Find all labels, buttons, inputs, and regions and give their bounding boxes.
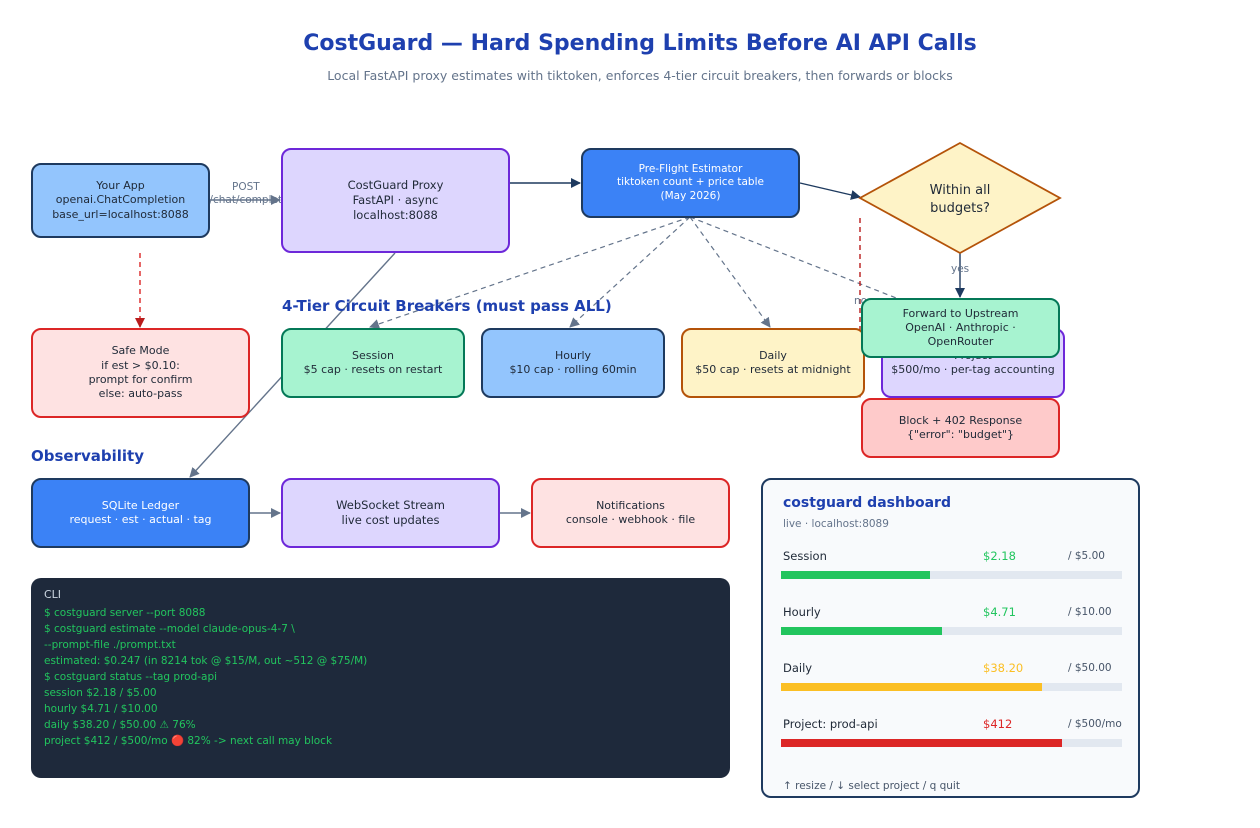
meter-value-session: $2.18 [983,549,1016,563]
edge-estimator-decision [799,182,861,200]
node-preflight-estimator: Pre-Flight Estimator tiktoken count + pr… [581,148,800,218]
dashboard-title: costguard dashboard [783,495,951,511]
cli-line: estimated: $0.247 (in 8214 tok @ $15/M, … [44,655,368,667]
meter-track-daily [781,683,1122,691]
node-line: base_url=localhost:8088 [52,207,189,221]
cli-line: $ costguard estimate --model claude-opus… [44,623,295,635]
node-line: OpenAI · Anthropic · [905,320,1016,334]
page-subtitle: Local FastAPI proxy estimates with tikto… [327,68,953,83]
node-line: {"error": "budget"} [906,428,1015,441]
meter-limit-hourly: / $10.00 [1068,606,1112,618]
node-forward-upstream: Forward to Upstream OpenAI · Anthropic ·… [861,298,1060,358]
dashboard-panel: costguard dashboard live · localhost:808… [761,478,1140,798]
node-line: $5 cap · resets on restart [303,363,443,376]
node-line: WebSocket Stream [336,498,445,513]
node-line: FastAPI · async [352,193,439,208]
dashboard-subtitle: live · localhost:8089 [783,518,889,530]
node-line: request · est · actual · tag [69,513,212,526]
node-notifications: Notifications console · webhook · file [531,478,730,548]
node-line: Block + 402 Response [898,413,1023,427]
node-sqlite-ledger: SQLite Ledger request · est · actual · t… [31,478,250,548]
edge-label-path: /v1/chat/completions [193,194,304,206]
decision-line-1: Within all [929,183,991,198]
cli-line: project $412 / $500/mo 🔴 82% -> next cal… [44,735,333,747]
node-line: CostGuard Proxy [347,178,444,193]
node-safe-mode: Safe Mode if est > $0.10: prompt for con… [31,328,250,418]
meter-track-project [781,739,1122,747]
cli-line: daily $38.20 / $50.00 ⚠ 76% [44,719,196,731]
node-line: (May 2026) [660,189,721,202]
cli-line: hourly $4.71 / $10.00 [44,703,158,715]
meter-value-daily: $38.20 [983,661,1024,675]
meter-fill-project [781,739,1062,747]
edge-estimator-hourly [569,216,691,328]
meter-label-project: Project: prod-api [783,717,878,731]
node-line: openai.ChatCompletion [55,193,186,207]
meter-value-project: $412 [983,717,1013,731]
meter-fill-daily [781,683,1042,691]
meter-limit-session: / $5.00 [1068,550,1105,562]
node-line: localhost:8088 [353,207,438,222]
meter-label-hourly: Hourly [783,605,821,619]
meter-label-session: Session [783,549,827,563]
node-costguard-proxy: CostGuard Proxy FastAPI · async localhos… [281,148,510,253]
node-line: Your App [96,179,145,193]
node-line: console · webhook · file [565,513,696,526]
node-line: SQLite Ledger [101,498,180,512]
meter-limit-project: / $500/mo [1068,718,1122,730]
meter-label-daily: Daily [783,661,813,675]
node-line: prompt for confirm [88,373,193,386]
node-block-402: Block + 402 Response {"error": "budget"} [861,398,1060,458]
node-line: Forward to Upstream [902,306,1019,320]
node-line: Hourly [554,348,592,362]
node-line: $10 cap · rolling 60min [509,363,637,376]
node-session-breaker: Session $5 cap · resets on restart [281,328,465,398]
cli-line: session $2.18 / $5.00 [44,687,157,699]
node-daily-breaker: Daily $50 cap · resets at midnight [681,328,865,398]
node-line: $500/mo · per-tag accounting [891,363,1055,376]
node-line: Session [352,348,394,362]
node-line: Pre-Flight Estimator [638,162,743,175]
edge-estimator-session [369,216,691,329]
node-line: live cost updates [341,513,440,527]
cli-heading: CLI [44,588,62,601]
dashboard-footer: ↑ resize / ↓ select project / q quit [783,780,960,792]
node-line: tiktoken count + price table [617,176,764,189]
decision-diamond [858,141,1062,255]
edge-estimator-daily [689,216,771,328]
node-line: else: auto-pass [98,387,183,401]
page-title: CostGuard — Hard Spending Limits Before … [303,31,977,56]
cli-line: $ costguard server --port 8088 [44,607,206,619]
node-websocket-stream: WebSocket Stream live cost updates [281,478,500,548]
meter-limit-daily: / $50.00 [1068,662,1112,674]
decision-line-2: budgets? [930,200,990,216]
node-your-app: Your App openai.ChatCompletion base_url=… [31,163,210,238]
cli-line: --prompt-file ./prompt.txt [44,639,176,651]
meter-track-session [781,571,1122,579]
node-hourly-breaker: Hourly $10 cap · rolling 60min [481,328,665,398]
decision-label: Within all budgets? [900,182,1020,217]
node-line: Safe Mode [111,344,170,358]
edge-label-post: POST [232,181,260,193]
meter-value-hourly: $4.71 [983,605,1016,619]
meter-fill-session [781,571,930,579]
meter-track-hourly [781,627,1122,635]
cli-panel: CLI $ costguard server --port 8088 $ cos… [31,578,730,778]
section-observability-heading: Observability [31,447,144,465]
cli-line: $ costguard status --tag prod-api [44,671,218,683]
node-line: Notifications [596,498,665,512]
edge-label-yes: yes [951,263,970,275]
node-line: $50 cap · resets at midnight [695,363,851,376]
section-breakers-heading: 4-Tier Circuit Breakers (must pass ALL) [282,297,612,315]
meter-fill-hourly [781,627,942,635]
node-line: OpenRouter [927,335,994,349]
node-line: Daily [759,348,787,362]
node-line: if est > $0.10: [101,358,180,372]
